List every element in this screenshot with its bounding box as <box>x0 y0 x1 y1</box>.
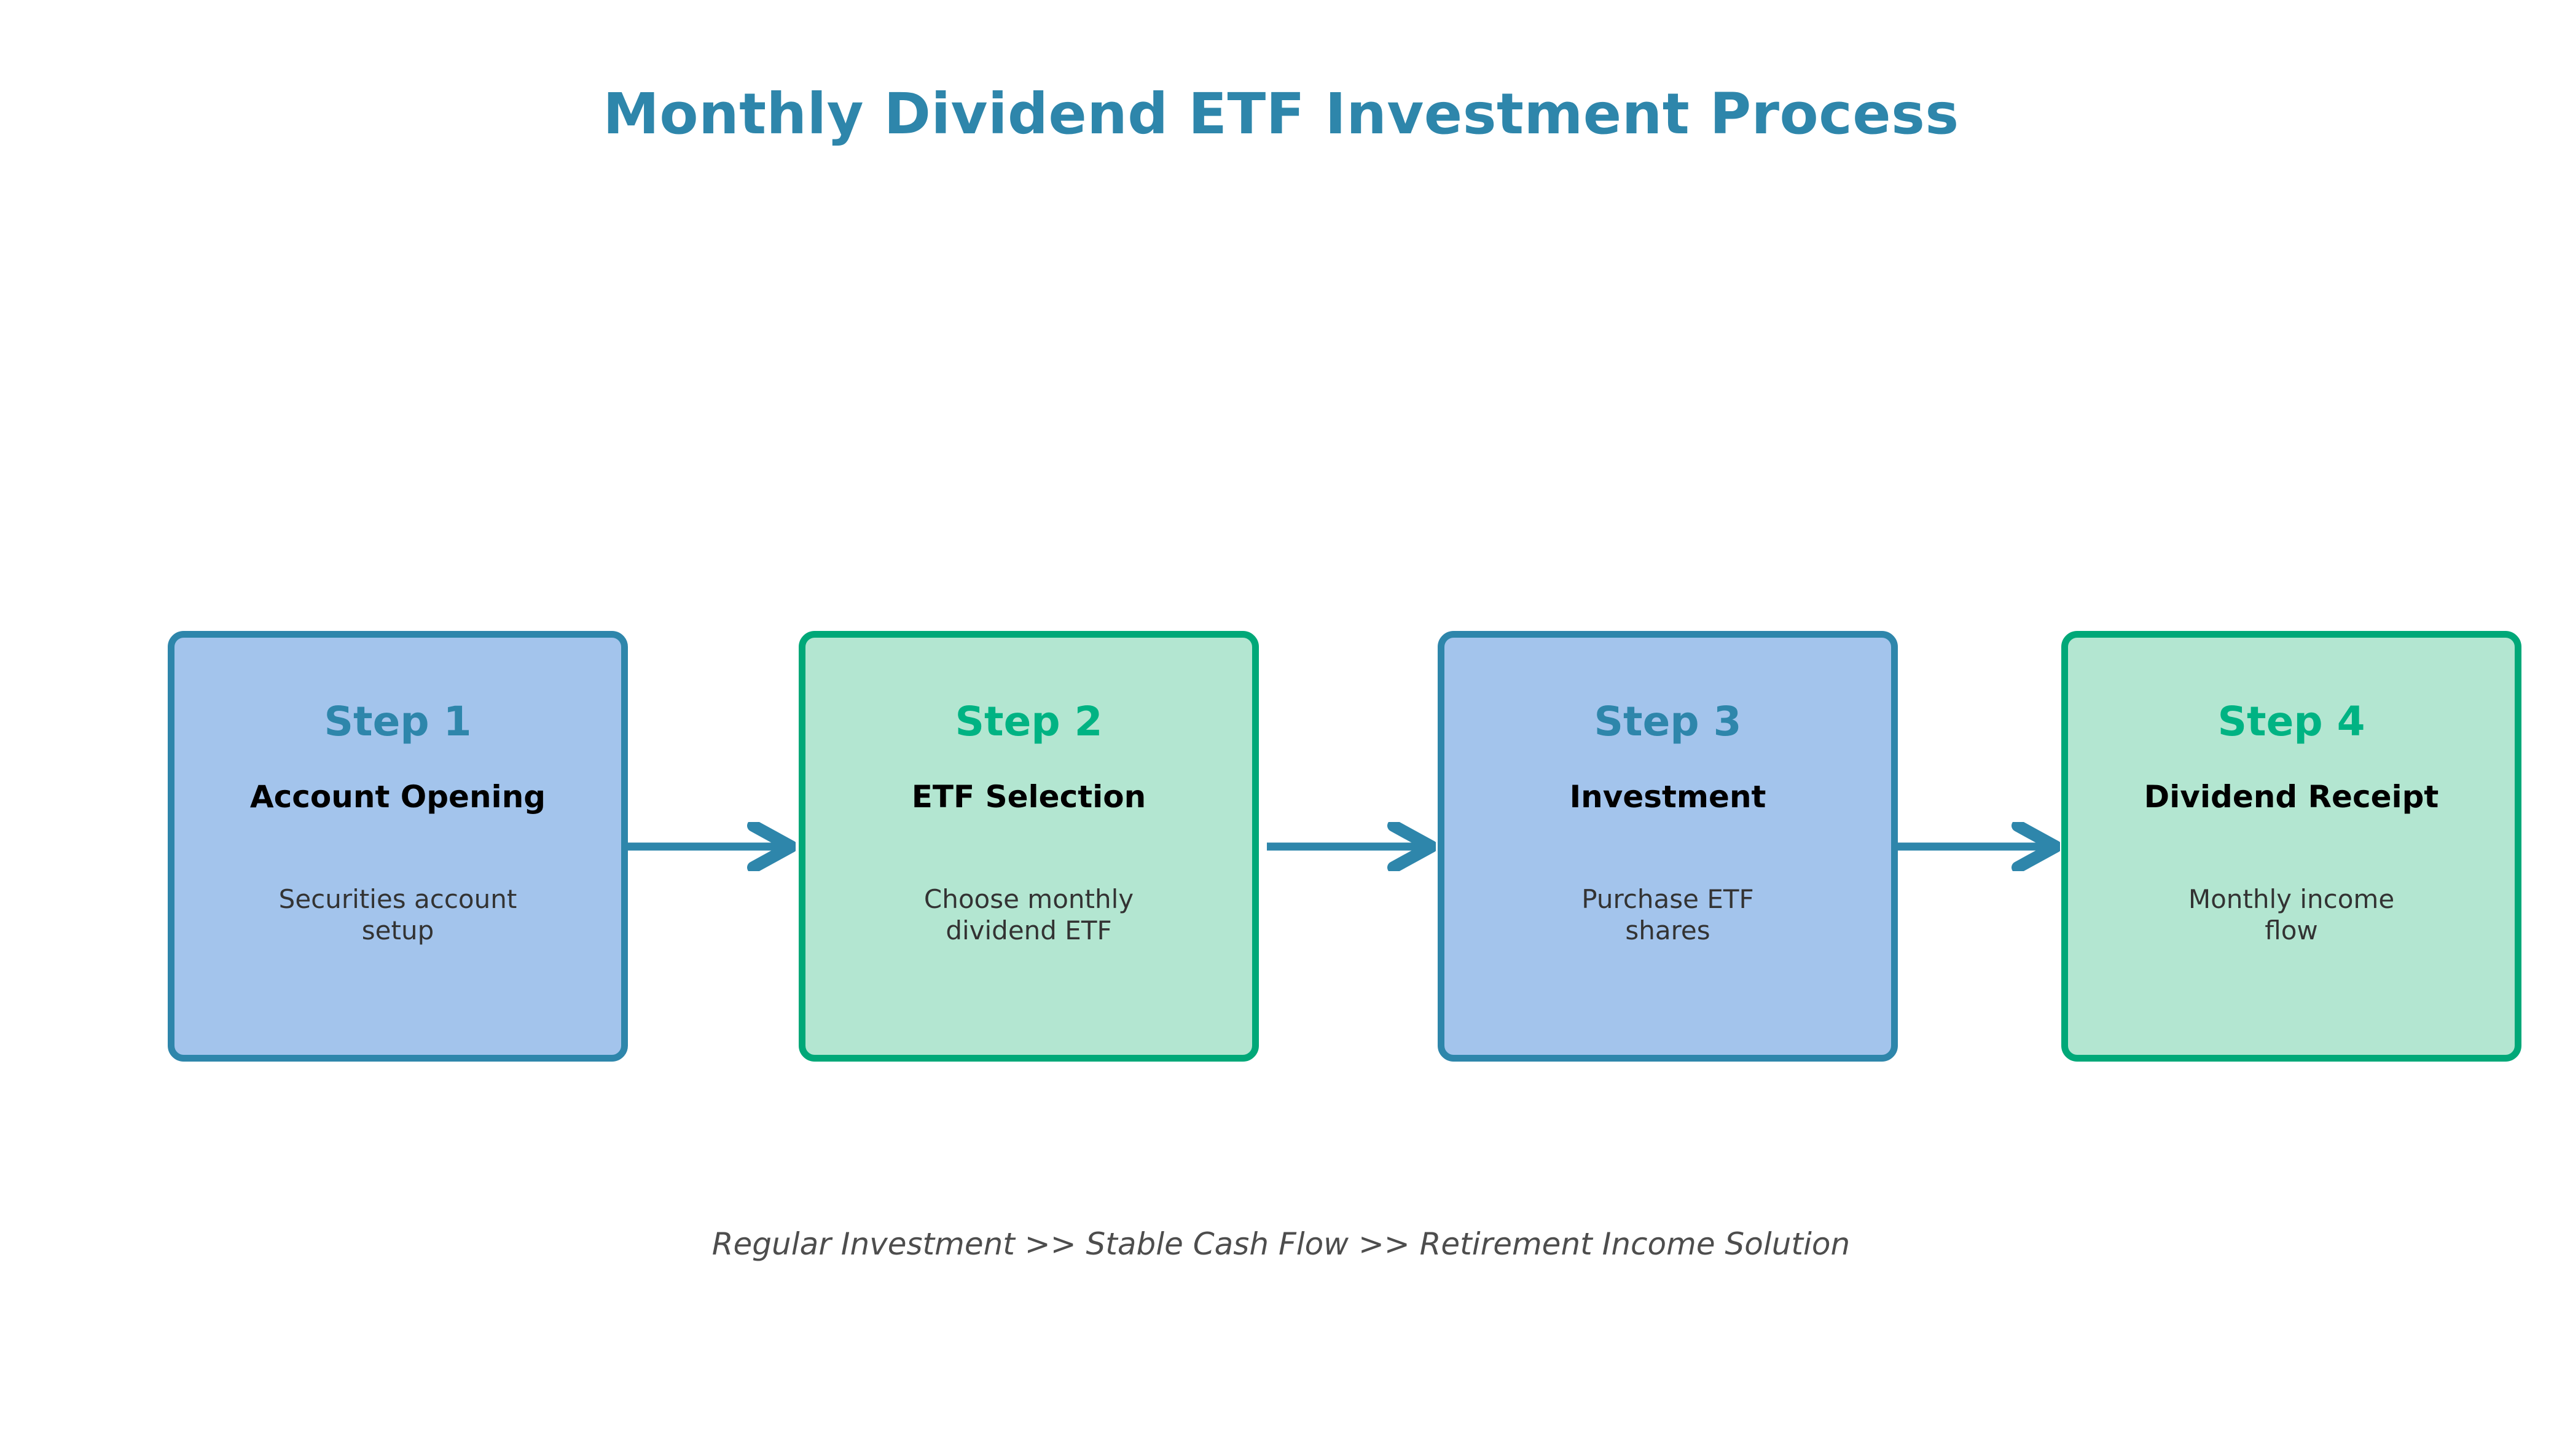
step-2-description: Choose monthly dividend ETF <box>923 884 1134 946</box>
step-1-title: Account Opening <box>249 779 546 815</box>
step-1-label: Step 1 <box>324 698 472 745</box>
step-2-label: Step 2 <box>955 698 1103 745</box>
step-3-title: Investment <box>1569 779 1766 815</box>
step-box-4[interactable]: Step 4 Dividend Receipt Monthly income f… <box>2061 631 2521 1062</box>
step-3-description: Purchase ETF shares <box>1581 884 1754 946</box>
step-3-label: Step 3 <box>1594 698 1742 745</box>
step-4-label: Step 4 <box>2217 698 2365 745</box>
arrow-step3-to-step4-icon <box>1891 820 2062 874</box>
step-box-2[interactable]: Step 2 ETF Selection Choose monthly divi… <box>799 631 1259 1062</box>
step-2-title: ETF Selection <box>911 779 1146 815</box>
step-box-3[interactable]: Step 3 Investment Purchase ETF shares <box>1438 631 1898 1062</box>
page-title: Monthly Dividend ETF Investment Process <box>603 81 1959 147</box>
step-4-title: Dividend Receipt <box>2144 779 2439 815</box>
step-box-1[interactable]: Step 1 Account Opening Securities accoun… <box>168 631 628 1062</box>
step-1-description: Securities account setup <box>278 884 517 946</box>
step-4-description: Monthly income flow <box>2188 884 2395 946</box>
arrow-step1-to-step2-icon <box>627 820 797 874</box>
arrow-step2-to-step3-icon <box>1267 820 1438 874</box>
flow-caption: Regular Investment >> Stable Cash Flow >… <box>711 1226 1851 1262</box>
